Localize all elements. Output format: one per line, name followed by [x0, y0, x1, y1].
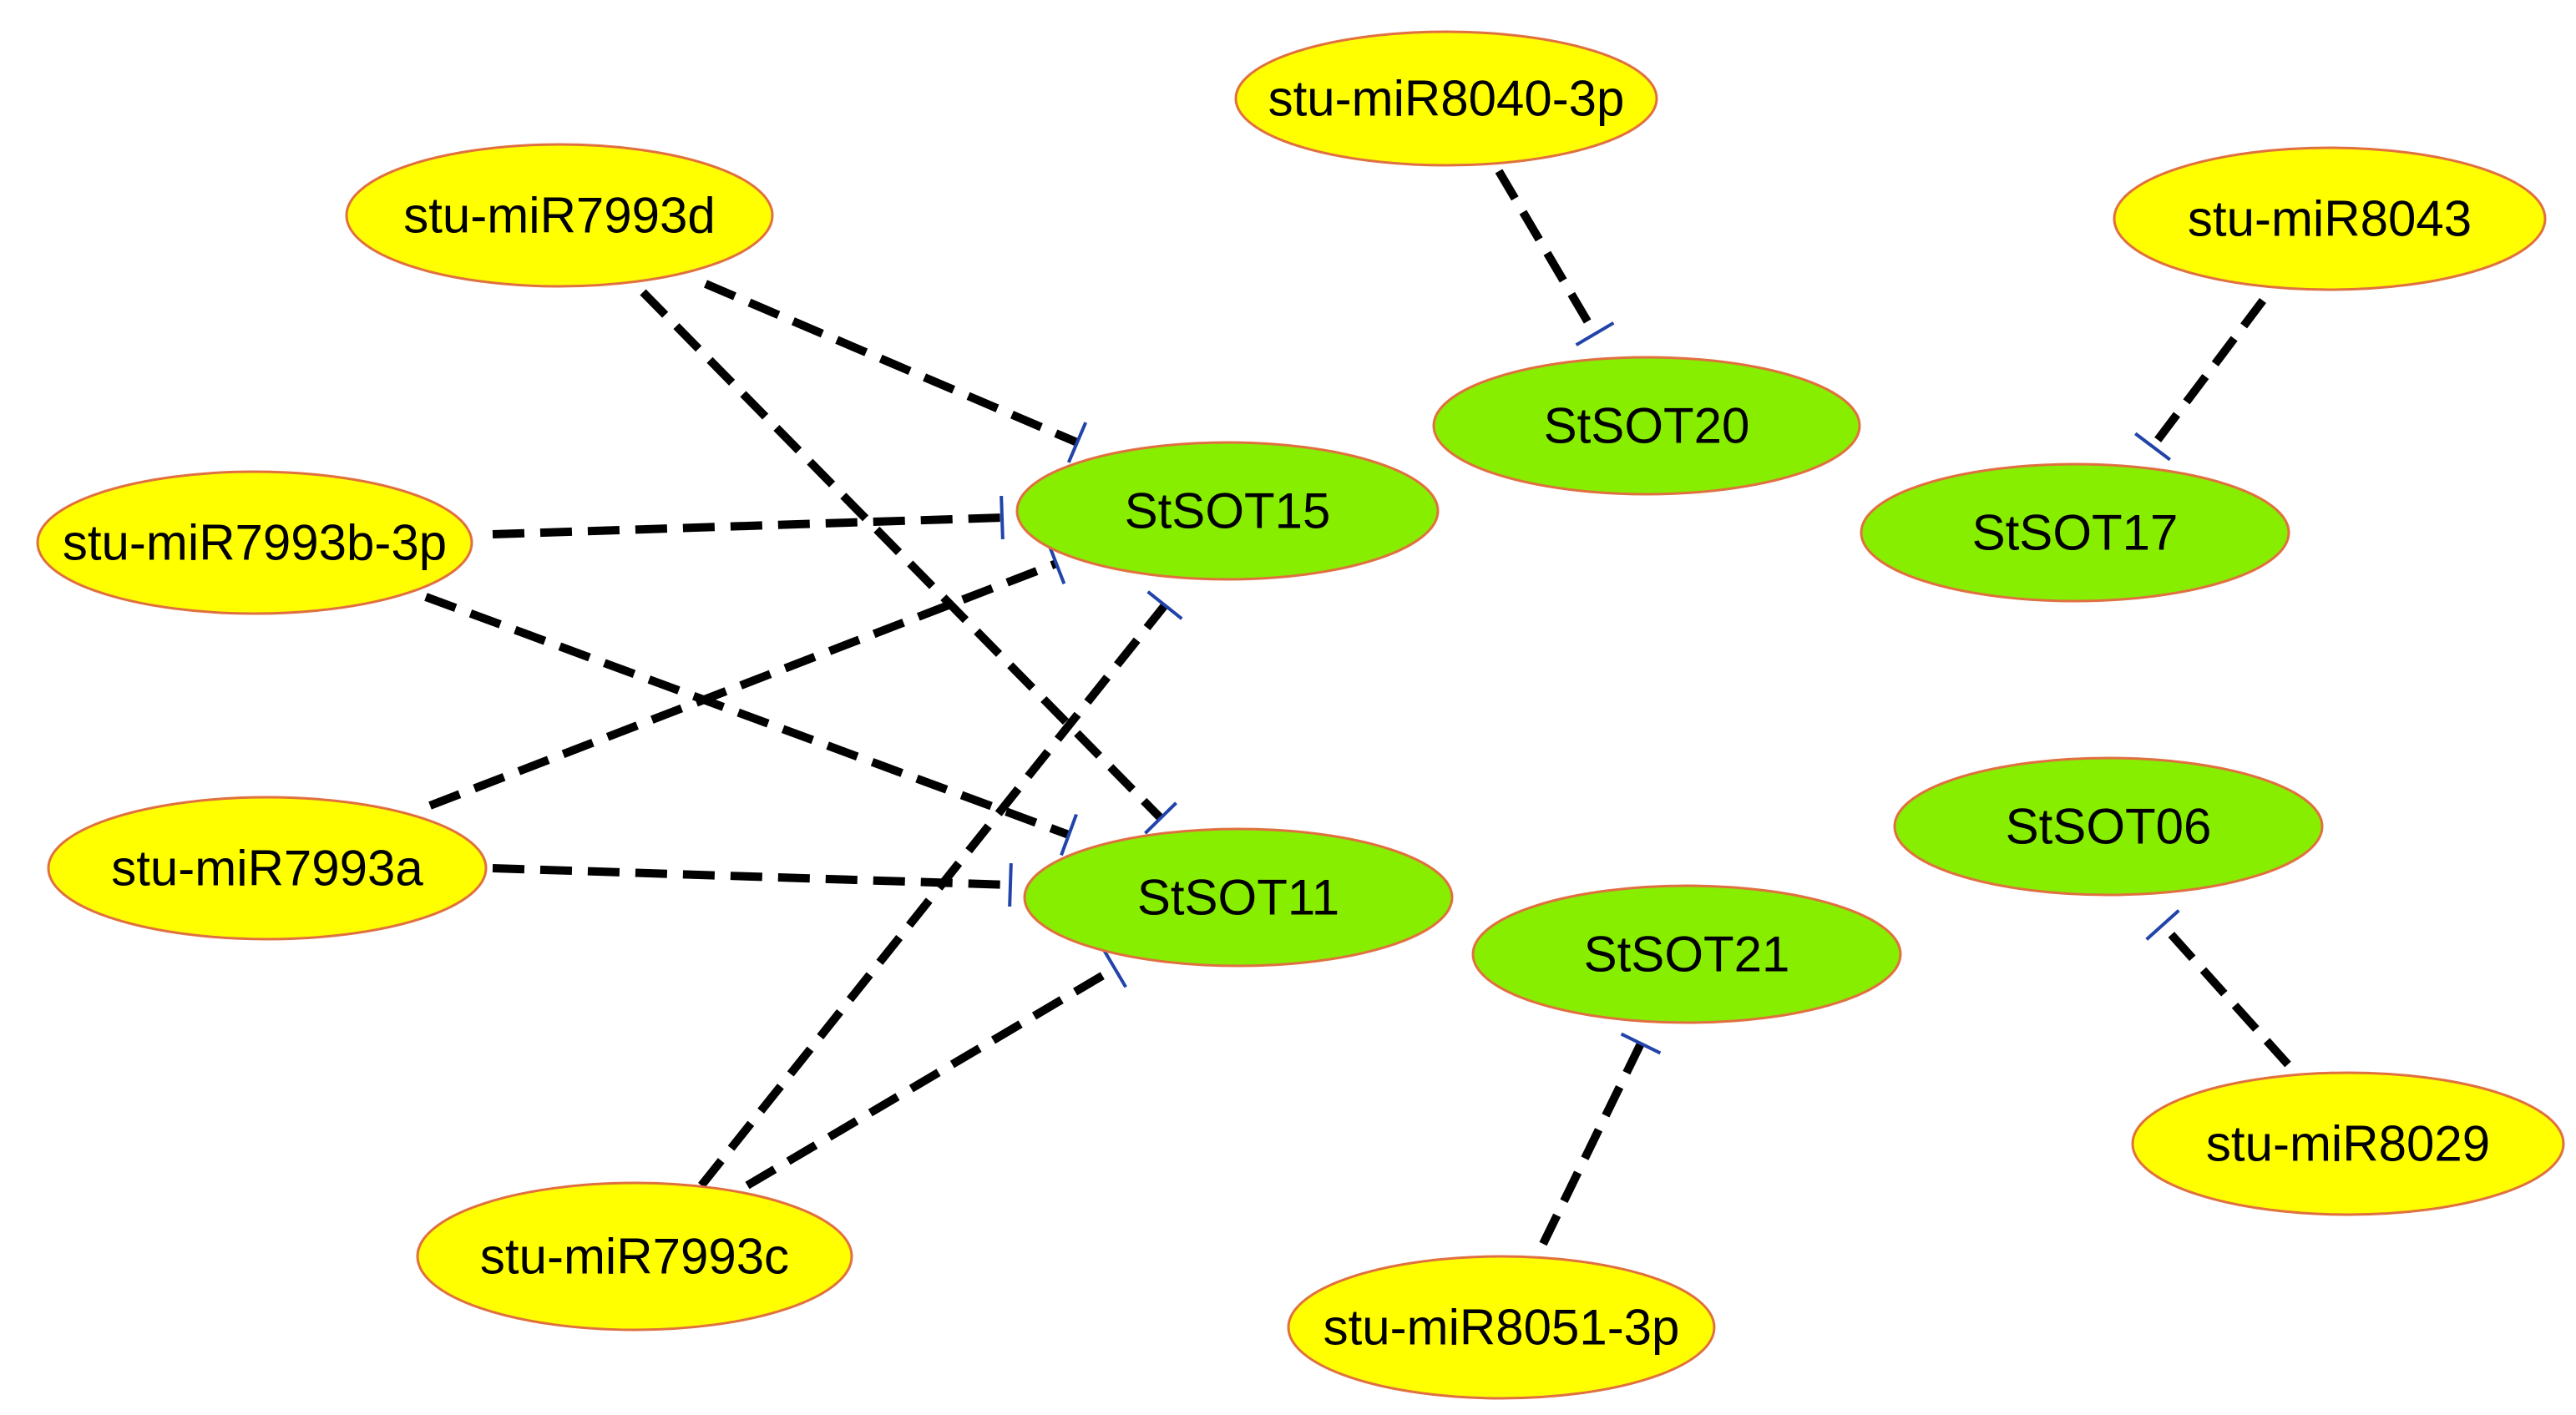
edge-line [1495, 169, 1599, 336]
node-label: StSOT15 [1125, 483, 1331, 539]
inhibition-bar [1060, 813, 1078, 857]
node-label: stu-miR7993c [480, 1229, 789, 1285]
edge-m7993b3p-g11 [424, 593, 1078, 857]
edge-m8040-g20 [1495, 169, 1615, 346]
edge-m7993a-g11 [492, 862, 1013, 907]
node-ellipse [1234, 30, 1658, 167]
mirna-node-m7993b3p[interactable]: stu-miR7993b-3p [36, 470, 473, 615]
gene-node-g15[interactable]: StSOT15 [1015, 441, 1440, 581]
edge-m8029-g06 [2145, 909, 2291, 1068]
edge-m7993d-g11 [640, 289, 1177, 835]
node-ellipse [345, 143, 774, 288]
edge-line [698, 602, 1168, 1189]
mirna-node-m7993a[interactable]: stu-miR7993a [47, 796, 488, 941]
inhibition-bar [1000, 495, 1005, 540]
node-ellipse [47, 796, 488, 941]
mirna-node-m7993c[interactable]: stu-miR7993c [416, 1181, 853, 1332]
edge-line [492, 513, 1003, 538]
gene-node-g17[interactable]: StSOT17 [1860, 462, 2290, 603]
edge-m8051-g21 [1539, 1032, 1662, 1246]
node-ellipse [2113, 146, 2547, 291]
edge-line [745, 964, 1117, 1190]
edge-line [428, 559, 1058, 810]
edge-line [640, 289, 1164, 821]
node-ellipse [2131, 1071, 2565, 1216]
inhibition-bar [1144, 801, 1177, 835]
gene-node-g06[interactable]: StSOT06 [1893, 756, 2324, 897]
node-label: stu-miR7993d [403, 188, 716, 244]
edge-m7993a-g15 [428, 543, 1066, 810]
edge-m7993d-g15 [704, 280, 1088, 463]
inhibition-bar [1046, 543, 1066, 584]
node-ellipse [1893, 756, 2324, 897]
edge-line [492, 864, 1011, 889]
node-ellipse [1015, 441, 1440, 581]
inhibition-bar [2134, 432, 2171, 462]
edge-m7993c-g11 [745, 948, 1127, 1190]
inhibition-bar [1102, 948, 1127, 988]
mirna-node-m8029[interactable]: stu-miR8029 [2131, 1071, 2565, 1216]
inhibition-bar [1066, 422, 1088, 463]
node-ellipse [1287, 1255, 1716, 1400]
node-label: stu-miR8043 [2188, 191, 2472, 247]
node-label: StSOT11 [1137, 870, 1339, 926]
inhibition-bar [2145, 909, 2180, 941]
edge-line [1539, 1041, 1645, 1246]
node-ellipse [1023, 827, 1454, 968]
node-ellipse [416, 1181, 853, 1332]
node-label: stu-miR7993b-3p [63, 515, 447, 571]
edge-line [2149, 297, 2266, 450]
mirna-node-m8051[interactable]: stu-miR8051-3p [1287, 1255, 1716, 1400]
node-label: stu-miR7993a [111, 841, 423, 897]
node-label: StSOT20 [1544, 398, 1750, 454]
edges-layer [424, 169, 2291, 1246]
inhibition-bar [1575, 321, 1615, 346]
node-label: stu-miR8029 [2206, 1116, 2490, 1172]
edge-line [704, 280, 1079, 447]
node-label: stu-miR8040-3p [1268, 71, 1625, 127]
edge-line [2159, 922, 2291, 1068]
node-label: StSOT17 [1972, 505, 2179, 561]
gene-node-g20[interactable]: StSOT20 [1432, 356, 1861, 496]
inhibition-bar [1620, 1032, 1662, 1055]
mirna-node-m8040[interactable]: stu-miR8040-3p [1234, 30, 1658, 167]
node-label: stu-miR8051-3p [1323, 1300, 1680, 1356]
gene-node-g21[interactable]: StSOT21 [1471, 884, 1902, 1024]
node-ellipse [1432, 356, 1861, 496]
node-label: StSOT21 [1584, 927, 1790, 983]
edge-m7993c-g15 [698, 590, 1183, 1189]
edge-m8043-g17 [2134, 297, 2266, 462]
edge-line [424, 593, 1070, 839]
edge-m7993b3p-g15 [492, 495, 1005, 540]
mirna-node-m8043[interactable]: stu-miR8043 [2113, 146, 2547, 291]
gene-node-g11[interactable]: StSOT11 [1023, 827, 1454, 968]
node-ellipse [36, 470, 473, 615]
node-ellipse [1471, 884, 1902, 1024]
inhibition-bar [1146, 590, 1183, 620]
inhibition-bar [1008, 862, 1013, 907]
mirna-node-m7993d[interactable]: stu-miR7993d [345, 143, 774, 288]
nodes-layer: stu-miR7993d stu-miR7993b-3p stu-miR7993a s… [36, 30, 2565, 1400]
node-label: StSOT06 [2006, 799, 2212, 855]
node-ellipse [1860, 462, 2290, 603]
